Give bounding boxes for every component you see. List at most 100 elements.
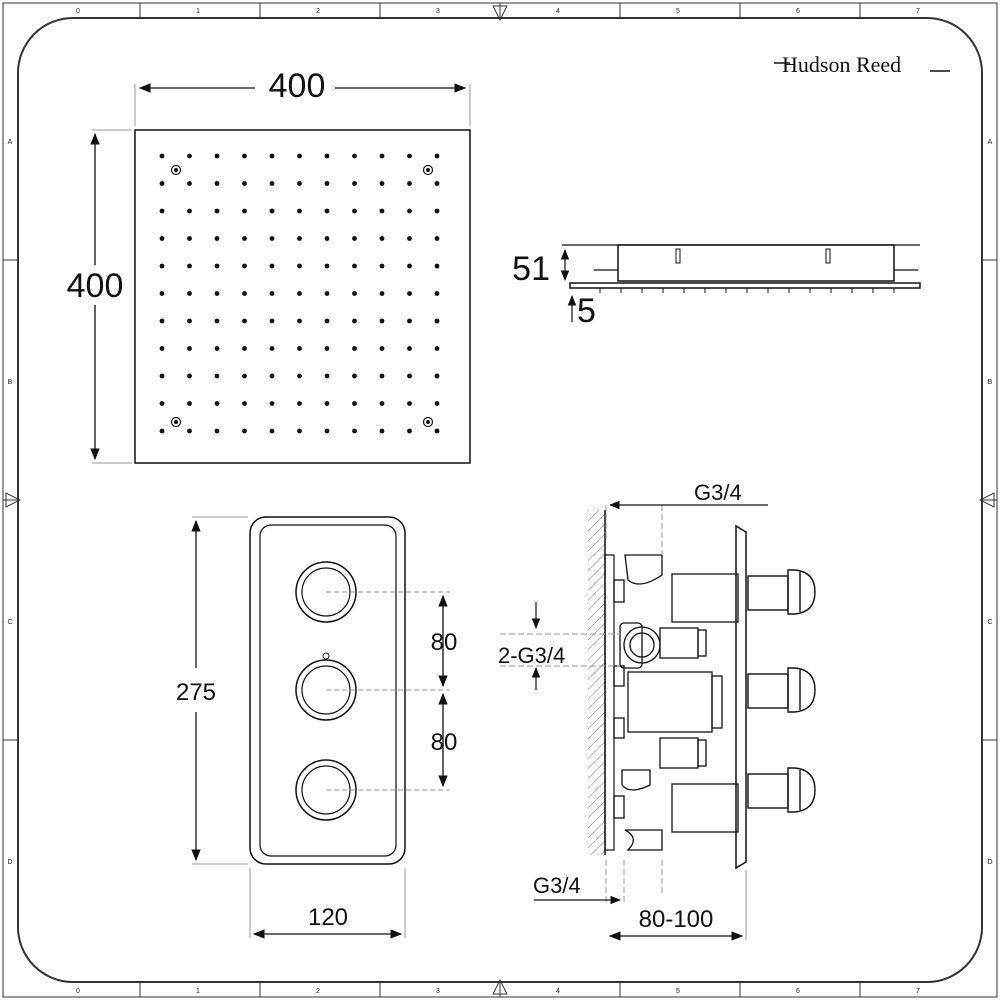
nozzle xyxy=(214,291,220,296)
nozzle xyxy=(159,373,165,379)
nozzle xyxy=(434,236,440,241)
mount-screws xyxy=(170,164,434,428)
column-label-top: 0 xyxy=(76,8,80,15)
nozzle xyxy=(269,263,275,269)
row-label-right: A xyxy=(988,139,993,146)
nozzle xyxy=(269,373,275,379)
nozzle xyxy=(214,236,220,241)
knob-sides xyxy=(747,569,816,813)
column-label-bottom: 3 xyxy=(436,988,440,995)
nozzle xyxy=(352,236,357,241)
nozzle xyxy=(379,291,385,296)
nozzle xyxy=(269,318,275,324)
shower-plate-outline xyxy=(134,129,471,464)
nozzle xyxy=(159,291,165,296)
nozzle xyxy=(159,263,165,269)
shower-head-top-view: 400 400 xyxy=(67,67,471,464)
nozzle xyxy=(242,428,247,434)
nozzle xyxy=(187,236,192,241)
nozzle xyxy=(407,373,412,379)
nozzle xyxy=(297,401,302,406)
nozzle xyxy=(379,208,385,214)
nozzle xyxy=(324,346,330,351)
row-label-left: D xyxy=(7,859,12,866)
nozzle xyxy=(159,346,165,351)
valve-knobs xyxy=(295,561,357,821)
width-label: 400 xyxy=(269,67,326,105)
nozzle xyxy=(269,291,275,296)
nozzle xyxy=(297,208,302,214)
nozzle xyxy=(324,401,330,406)
nozzle xyxy=(297,291,302,296)
nozzle xyxy=(297,263,302,269)
height-dimension: 400 xyxy=(67,129,132,464)
nozzle xyxy=(159,318,165,324)
nozzle xyxy=(352,401,357,406)
column-label-bottom: 7 xyxy=(916,988,920,995)
nozzle xyxy=(159,181,165,186)
valve-width-label: 120 xyxy=(308,904,348,931)
valve-side-view: G3/4 2-G3/4 G3/4 80-100 xyxy=(498,480,816,941)
nozzle xyxy=(407,236,412,241)
brand-logo: Hudson Reed xyxy=(774,52,950,77)
nozzle xyxy=(407,263,412,269)
nozzle xyxy=(269,346,275,351)
nozzle xyxy=(434,181,440,186)
nozzle xyxy=(352,263,357,269)
nozzle xyxy=(379,428,385,434)
nozzle xyxy=(297,346,302,351)
column-label-top: 1 xyxy=(196,8,200,15)
nozzle xyxy=(187,181,192,186)
row-label-right: B xyxy=(988,379,993,386)
width-dimension: 400 xyxy=(134,67,471,126)
nozzle xyxy=(214,208,220,214)
nozzle xyxy=(242,208,247,214)
bottom-thread-label: G3/4 xyxy=(533,873,581,898)
knob-spacing-lower-label: 80 xyxy=(431,729,458,756)
nozzle xyxy=(352,428,357,434)
column-label-bottom: 0 xyxy=(76,988,80,995)
nozzle xyxy=(159,153,165,159)
row-label-left: C xyxy=(7,619,12,626)
nozzle xyxy=(242,291,247,296)
nozzle xyxy=(379,346,385,351)
nozzle xyxy=(352,373,357,379)
nozzle xyxy=(242,373,247,379)
nozzle xyxy=(407,318,412,324)
column-label-top: 4 xyxy=(556,8,560,15)
nozzle xyxy=(352,153,357,159)
nozzle xyxy=(352,208,357,214)
nozzle xyxy=(242,236,247,241)
nozzle xyxy=(297,318,302,324)
column-label-bottom: 5 xyxy=(676,988,680,995)
outlet-thread-label: 2-G3/4 xyxy=(498,643,565,668)
nozzle xyxy=(297,236,302,241)
nozzle xyxy=(324,318,330,324)
brand-name: Hudson Reed xyxy=(782,52,901,77)
nozzle xyxy=(434,208,440,214)
nozzle xyxy=(407,208,412,214)
nozzle xyxy=(407,291,412,296)
valve-body xyxy=(613,554,739,851)
profile-height-label: 51 xyxy=(512,250,550,288)
nozzle xyxy=(324,208,330,214)
nozzle xyxy=(242,401,247,406)
nozzle xyxy=(407,428,412,434)
row-label-left: A xyxy=(8,139,13,146)
column-label-top: 6 xyxy=(796,8,800,15)
wall-hatch xyxy=(588,510,605,855)
cover-plate-side xyxy=(735,524,747,870)
nozzle xyxy=(434,263,440,269)
nozzle xyxy=(379,263,385,269)
nozzle xyxy=(269,236,275,241)
nozzle xyxy=(297,181,302,186)
nozzle xyxy=(187,291,192,296)
nozzle xyxy=(324,181,330,186)
nozzle xyxy=(187,208,192,214)
nozzle xyxy=(434,318,440,324)
valve-height-label: 275 xyxy=(176,679,216,706)
nozzle xyxy=(187,373,192,379)
row-label-left: B xyxy=(8,379,13,386)
row-label-right: D xyxy=(987,859,992,866)
